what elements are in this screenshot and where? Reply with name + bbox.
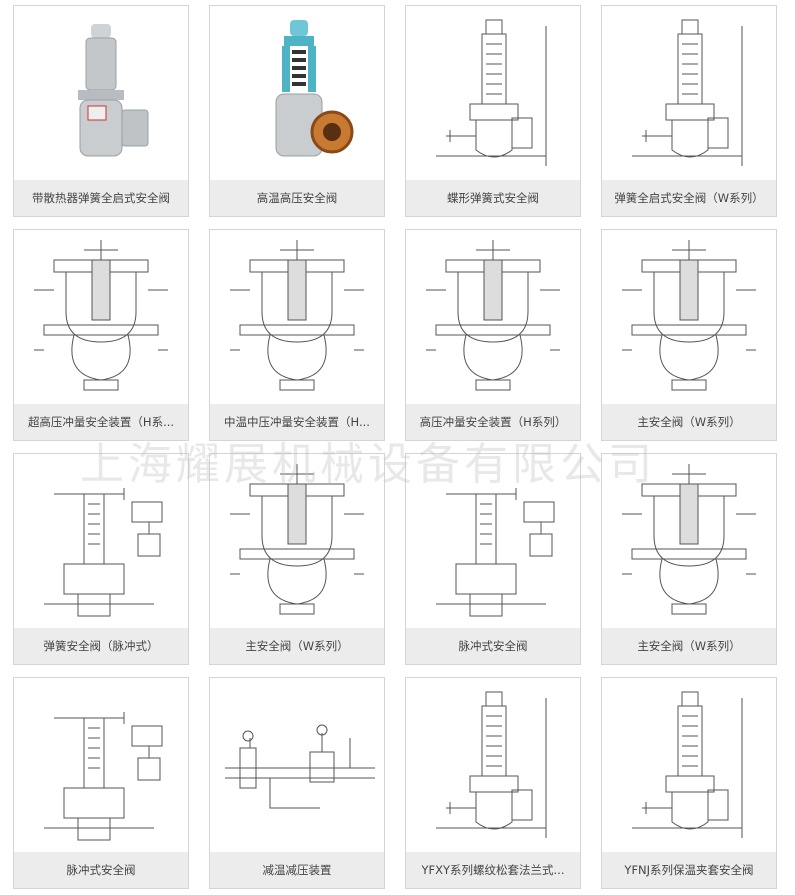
drawing-impulse-device-icon[interactable] (14, 230, 188, 405)
product-caption[interactable]: 超高压冲量安全装置（H系... (14, 404, 188, 440)
product-card[interactable]: YFXY系列螺纹松套法兰式... (405, 677, 581, 889)
product-card[interactable]: 高温高压安全阀 (209, 5, 385, 217)
product-caption[interactable]: YFXY系列螺纹松套法兰式... (406, 852, 580, 888)
product-card[interactable]: 主安全阀（W系列） (601, 453, 777, 665)
product-caption[interactable]: 主安全阀（W系列） (602, 628, 776, 664)
drawing-spring-valve-icon[interactable] (602, 6, 776, 181)
drawing-spring-pulse-valve-icon[interactable] (14, 454, 188, 629)
product-card[interactable]: 带散热器弹簧全启式安全阀 (13, 5, 189, 217)
product-card[interactable]: 主安全阀（W系列） (601, 229, 777, 441)
product-card[interactable]: 超高压冲量安全装置（H系... (13, 229, 189, 441)
product-caption[interactable]: 主安全阀（W系列） (602, 404, 776, 440)
product-card[interactable]: 高压冲量安全装置（H系列） (405, 229, 581, 441)
product-card[interactable]: 弹簧安全阀（脉冲式） (13, 453, 189, 665)
drawing-impulse-device-icon[interactable] (210, 230, 384, 405)
drawing-main-valve-icon[interactable] (602, 230, 776, 405)
photo-valve-blue-icon[interactable] (210, 6, 384, 181)
product-card[interactable]: YFNJ系列保温夹套安全阀 (601, 677, 777, 889)
product-card[interactable]: 脉冲式安全阀 (13, 677, 189, 889)
drawing-jacket-valve-icon[interactable] (602, 678, 776, 853)
product-card[interactable]: 中温中压冲量安全装置（H... (209, 229, 385, 441)
drawing-desuperheater-icon[interactable] (210, 678, 384, 853)
product-caption[interactable]: 弹簧全启式安全阀（W系列） (602, 180, 776, 216)
product-grid: 带散热器弹簧全启式安全阀 高温高压安全阀 蝶形弹簧式安全阀 弹簧全启式安全阀（W… (13, 5, 783, 889)
product-caption[interactable]: 高温高压安全阀 (210, 180, 384, 216)
product-caption[interactable]: 带散热器弹簧全启式安全阀 (14, 180, 188, 216)
product-caption[interactable]: 主安全阀（W系列） (210, 628, 384, 664)
drawing-pulse-valve-icon[interactable] (14, 678, 188, 853)
product-caption[interactable]: YFNJ系列保温夹套安全阀 (602, 852, 776, 888)
product-card[interactable]: 脉冲式安全阀 (405, 453, 581, 665)
drawing-impulse-device-icon[interactable] (406, 230, 580, 405)
product-caption[interactable]: 弹簧安全阀（脉冲式） (14, 628, 188, 664)
product-card[interactable]: 主安全阀（W系列） (209, 453, 385, 665)
drawing-main-valve-icon[interactable] (602, 454, 776, 629)
drawing-disc-spring-valve-icon[interactable] (406, 6, 580, 181)
product-caption[interactable]: 减温减压装置 (210, 852, 384, 888)
product-card[interactable]: 减温减压装置 (209, 677, 385, 889)
drawing-threaded-flange-valve-icon[interactable] (406, 678, 580, 853)
product-caption[interactable]: 高压冲量安全装置（H系列） (406, 404, 580, 440)
product-caption[interactable]: 蝶形弹簧式安全阀 (406, 180, 580, 216)
product-card[interactable]: 蝶形弹簧式安全阀 (405, 5, 581, 217)
product-caption[interactable]: 中温中压冲量安全装置（H... (210, 404, 384, 440)
drawing-main-valve-icon[interactable] (210, 454, 384, 629)
photo-valve-gray-icon[interactable] (14, 6, 188, 181)
product-caption[interactable]: 脉冲式安全阀 (406, 628, 580, 664)
drawing-pulse-valve-icon[interactable] (406, 454, 580, 629)
product-card[interactable]: 弹簧全启式安全阀（W系列） (601, 5, 777, 217)
product-caption[interactable]: 脉冲式安全阀 (14, 852, 188, 888)
